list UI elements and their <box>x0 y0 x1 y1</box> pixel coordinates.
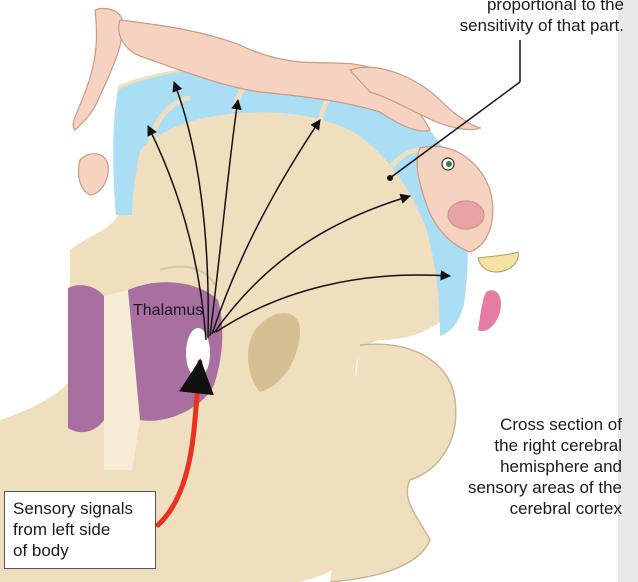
cortex-sulcus-4 <box>390 147 421 168</box>
sensory-tract <box>155 358 214 528</box>
homunculus-genitals <box>77 153 109 196</box>
cortex <box>113 67 468 337</box>
sensory-signals-box: Sensory signals from left side of body <box>4 491 156 569</box>
sensitivity-callout: proportional to the sensitivity of that … <box>460 0 624 36</box>
homunculus-lips <box>447 200 485 230</box>
sensory-line-2: from left side <box>13 520 111 539</box>
homunculus <box>72 7 494 253</box>
white-matter-shadow <box>159 265 216 286</box>
cross-section-line-4: sensory areas of the <box>467 478 622 497</box>
cross-section-caption: Cross section of the right cerebral hemi… <box>432 414 622 519</box>
projection-arrows <box>147 81 452 341</box>
ventricle <box>104 290 140 470</box>
lower-gyrus <box>329 343 457 582</box>
thalamus-label: Thalamus <box>133 302 204 319</box>
sensory-line-1: Sensory signals <box>13 499 134 518</box>
cross-section-line-3: hemisphere and <box>500 457 622 476</box>
homunculus-jaw <box>477 251 519 273</box>
cross-section-line-5: cerebral cortex <box>509 499 622 518</box>
cross-section-line-2: the right cerebral <box>494 436 622 455</box>
sensory-line-3: of body <box>13 541 69 560</box>
sensitivity-callout-line-1: proportional to the <box>486 0 624 14</box>
thalamus-region <box>68 285 104 433</box>
cortex-sulcus-1 <box>147 95 191 151</box>
homunculus-iris <box>446 161 452 167</box>
sensitivity-callout-line-2: sensitivity of that part. <box>459 16 624 35</box>
sensory-signals-text: Sensory signals from left side of body <box>13 498 155 561</box>
homunculus-tongue <box>478 290 502 332</box>
homunculus-trunk <box>118 19 431 132</box>
cross-section-line-1: Cross section of <box>500 415 622 434</box>
homunculus-hand <box>348 66 482 131</box>
inner-sulcus <box>248 313 300 392</box>
